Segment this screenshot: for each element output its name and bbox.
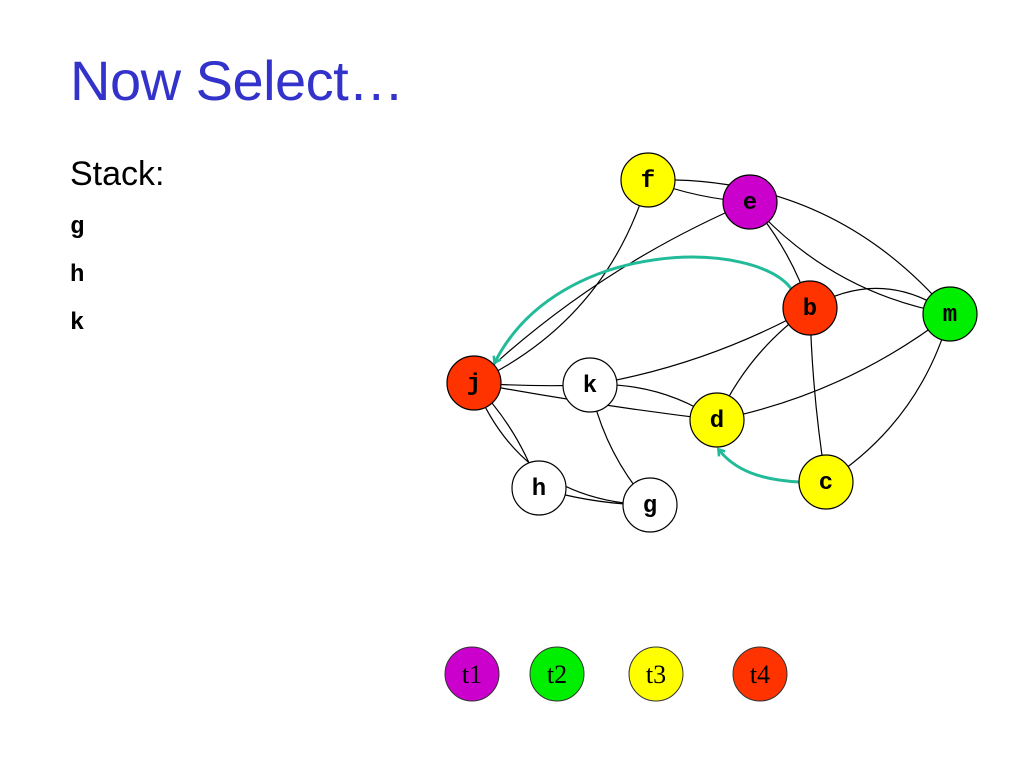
node-e: e: [722, 174, 778, 230]
stack-item: k: [70, 310, 85, 337]
node-circle: [722, 174, 778, 230]
legend-label: t3: [646, 660, 666, 689]
node-label: m: [943, 302, 957, 329]
edge-m-c: [825, 313, 951, 483]
node-c: c: [798, 454, 854, 510]
node-label: d: [710, 408, 724, 435]
edge-f-j: [473, 179, 649, 384]
node-f: f: [620, 152, 676, 208]
legend-t3: t3: [628, 646, 684, 702]
legend-t4: t4: [732, 646, 788, 702]
node-label: c: [819, 470, 833, 497]
node-j: j: [446, 355, 502, 411]
node-label: f: [641, 168, 655, 195]
stack-item: h: [70, 262, 85, 289]
node-label: e: [743, 190, 757, 217]
legend-t2: t2: [529, 646, 585, 702]
node-circle: [562, 357, 618, 413]
edge-b-k: [589, 307, 811, 386]
node-g: g: [622, 477, 678, 533]
node-b: b: [782, 280, 838, 336]
slide-title: Now Select…: [70, 49, 404, 112]
node-label: j: [467, 371, 481, 398]
node-circle: [922, 286, 978, 342]
node-circle: [622, 477, 678, 533]
stack-label: Stack:: [70, 155, 165, 193]
node-circle: [782, 280, 838, 336]
legend-swatch: [444, 646, 500, 702]
node-circle: [689, 392, 745, 448]
edge-e-j: [473, 201, 751, 384]
node-circle: [511, 460, 567, 516]
legend-label: t4: [750, 660, 770, 689]
node-k: k: [562, 357, 618, 413]
node-d: d: [689, 392, 745, 448]
node-circle: [620, 152, 676, 208]
node-label: b: [803, 296, 817, 323]
node-label: h: [532, 476, 546, 503]
node-label: g: [643, 493, 657, 520]
stack-item: g: [70, 214, 85, 241]
node-circle: [446, 355, 502, 411]
arrow-c-to-d: [719, 450, 801, 484]
legend-t1: t1: [444, 646, 500, 702]
legend-swatch: [628, 646, 684, 702]
node-h: h: [511, 460, 567, 516]
legend-label: t1: [462, 660, 482, 689]
legend-swatch: [529, 646, 585, 702]
node-circle: [798, 454, 854, 510]
edge-m-d: [716, 313, 951, 421]
legend-label: t2: [547, 660, 567, 689]
node-m: m: [922, 286, 978, 342]
edge-e-m: [749, 201, 951, 315]
legend-swatch: [732, 646, 788, 702]
edge-f-m: [647, 179, 951, 315]
arrow-b-to-j: [495, 255, 794, 362]
node-label: k: [583, 373, 597, 400]
